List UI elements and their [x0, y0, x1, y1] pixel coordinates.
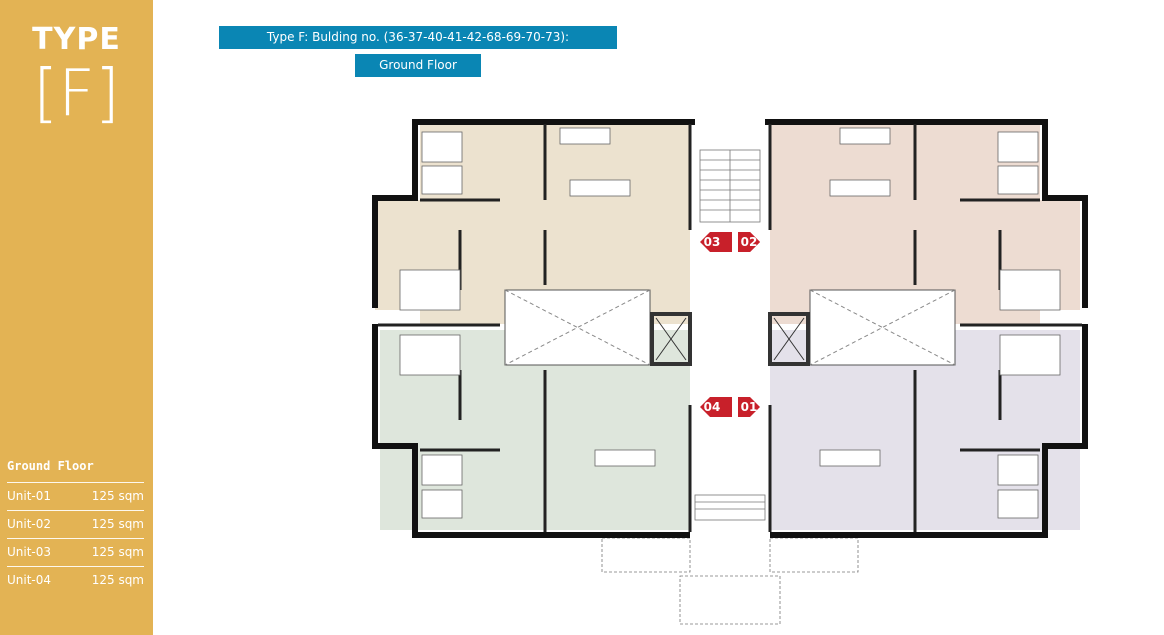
- type-heading: TYPE: [32, 22, 121, 57]
- elevator-right: [768, 312, 810, 366]
- divider: [7, 538, 144, 539]
- unit-area: 125 sqm: [91, 517, 144, 531]
- interior-walls: [378, 124, 1082, 532]
- unit-label-03: 03: [703, 235, 721, 249]
- unit-marker-01: [738, 397, 760, 417]
- light-well-right: [809, 289, 956, 366]
- floor-area-heading: Ground Floor: [7, 459, 94, 473]
- entrance-steps: [601, 494, 859, 625]
- unit-area: 125 sqm: [91, 489, 144, 503]
- unit-name: Unit-04: [7, 573, 52, 587]
- unit-name: Unit-03: [7, 545, 52, 559]
- type-letter: [F]: [33, 57, 120, 131]
- building-title-bar: Type F: Bulding no. (36-37-40-41-42-68-6…: [219, 26, 617, 49]
- unit-area-row: Unit-04 125 sqm: [7, 573, 144, 591]
- staircase: [699, 149, 761, 223]
- unit-area: 125 sqm: [91, 545, 144, 559]
- unit-label-02: 02: [740, 235, 758, 249]
- unit-area-row: Unit-01 125 sqm: [7, 489, 144, 507]
- exterior-walls: [372, 119, 1088, 538]
- divider: [7, 510, 144, 511]
- divider: [7, 482, 144, 483]
- unit-area: 125 sqm: [91, 573, 144, 587]
- unit-marker-04: [700, 397, 732, 417]
- unit-label-04: 04: [703, 400, 721, 414]
- elevator-left: [650, 312, 692, 366]
- unit-area-row: Unit-02 125 sqm: [7, 517, 144, 535]
- unit-name: Unit-01: [7, 489, 52, 503]
- unit-marker-02: [738, 232, 760, 252]
- unit-marker-03: [700, 232, 732, 252]
- unit-name: Unit-02: [7, 517, 52, 531]
- floor-plan: [372, 119, 1088, 625]
- light-well-left: [504, 289, 651, 366]
- floor-label-bar: Ground Floor: [355, 54, 481, 77]
- sidebar: TYPE [F] Ground Floor Unit-01 125 sqm Un…: [0, 0, 153, 635]
- furniture: [399, 127, 1061, 519]
- divider: [7, 566, 144, 567]
- unit-label-01: 01: [740, 400, 758, 414]
- unit-area-row: Unit-03 125 sqm: [7, 545, 144, 563]
